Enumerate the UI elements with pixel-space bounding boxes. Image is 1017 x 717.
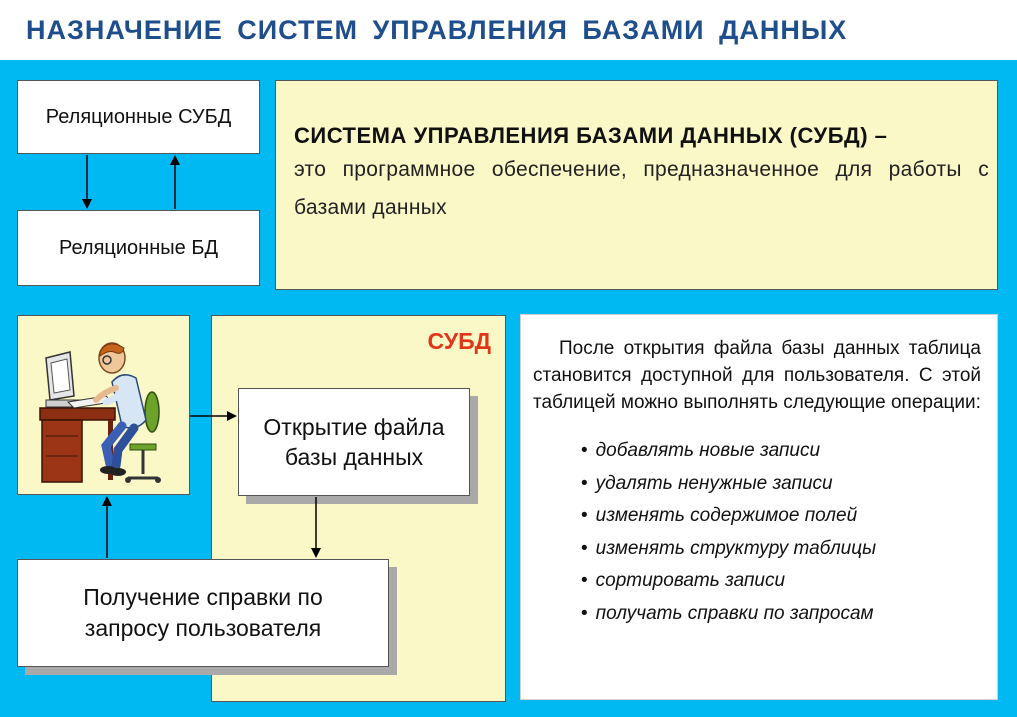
list-item: •изменять структуру таблицы <box>581 537 877 559</box>
info-box: После открытия файла базы данных таблица… <box>520 314 998 700</box>
bullet-icon: • <box>581 472 588 494</box>
list-item: •сортировать записи <box>581 570 786 591</box>
illustration-box <box>17 315 190 495</box>
get-info-box: Получение справки по запросу пользовател… <box>17 559 389 667</box>
open-file-label: Открытие файла базы данных <box>263 414 445 470</box>
get-info-label: Получение справки по запросу пользовател… <box>83 584 323 641</box>
relational-dbms-box: Реляционные СУБД <box>17 80 260 154</box>
definition-box: СИСТЕМА УПРАВЛЕНИЯ БАЗАМИ ДАННЫХ (СУБД) … <box>275 80 998 290</box>
info-paragraph: После открытия файла базы данных таблица… <box>533 338 981 413</box>
bullet-icon: • <box>581 505 588 526</box>
relational-db-label: Реляционные БД <box>59 236 218 259</box>
list-item: •удалять ненужные записи <box>581 472 833 494</box>
bullet-icon: • <box>581 537 588 559</box>
definition-heading: СИСТЕМА УПРАВЛЕНИЯ БАЗАМИ ДАННЫХ (СУБД) … <box>294 123 888 148</box>
bullet-icon: • <box>581 440 588 461</box>
subd-label: СУБД <box>427 328 491 354</box>
open-file-box: Открытие файла базы данных <box>238 388 470 496</box>
definition-body: это программное обеспечение, предназначе… <box>294 158 989 219</box>
relational-dbms-label: Реляционные СУБД <box>45 105 232 128</box>
relational-db-box: Реляционные БД <box>17 210 260 286</box>
list-item: •изменять содержимое полей <box>581 505 858 526</box>
page-title: НАЗНАЧЕНИЕ СИСТЕМ УПРАВЛЕНИЯ БАЗАМИ ДАНН… <box>26 15 848 45</box>
bullet-icon: • <box>581 602 588 624</box>
operations-list: •добавлять новые записи •удалять ненужны… <box>581 435 981 630</box>
list-item: •получать справки по запросам <box>581 602 874 624</box>
person-at-computer-illustration <box>39 342 161 483</box>
bullet-icon: • <box>581 570 588 591</box>
list-item: •добавлять новые записи <box>581 440 821 461</box>
